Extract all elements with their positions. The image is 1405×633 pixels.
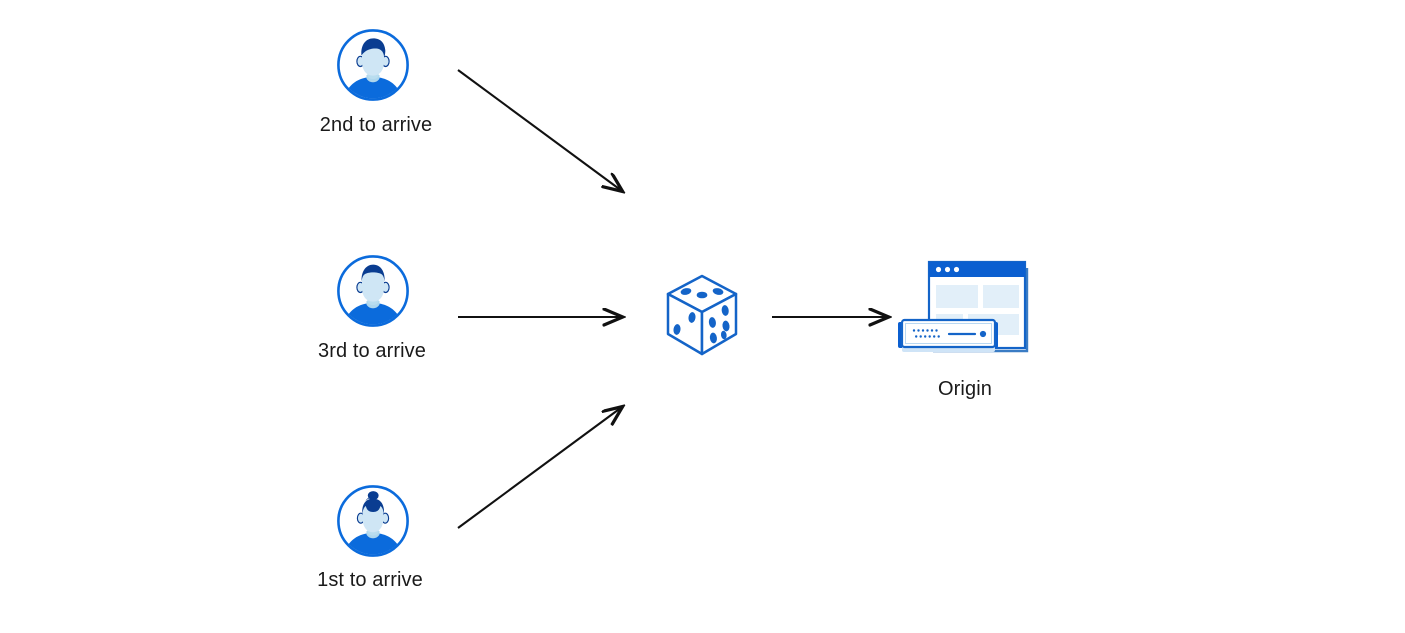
client-avatar-third[interactable] bbox=[336, 254, 410, 328]
user-avatar-icon bbox=[337, 255, 409, 327]
origin-server-icon bbox=[898, 260, 1029, 353]
user-avatar-icon bbox=[337, 29, 409, 101]
client-label-second: 2nd to arrive bbox=[319, 114, 433, 136]
origin-server[interactable] bbox=[893, 256, 1038, 371]
client-avatar-second[interactable] bbox=[336, 28, 410, 102]
client-label-first: 1st to arrive bbox=[317, 569, 423, 591]
browser-window-dots bbox=[935, 266, 960, 273]
client-avatar-first[interactable] bbox=[336, 484, 410, 558]
arrow-first-to-dice bbox=[457, 407, 622, 529]
randomizer-dice[interactable] bbox=[662, 272, 742, 365]
router-icon bbox=[898, 318, 998, 352]
client-label-third: 3rd to arrive bbox=[317, 340, 426, 362]
dice-icon bbox=[666, 274, 738, 356]
user-avatar-icon bbox=[337, 485, 409, 557]
origin-label: Origin bbox=[938, 378, 992, 400]
